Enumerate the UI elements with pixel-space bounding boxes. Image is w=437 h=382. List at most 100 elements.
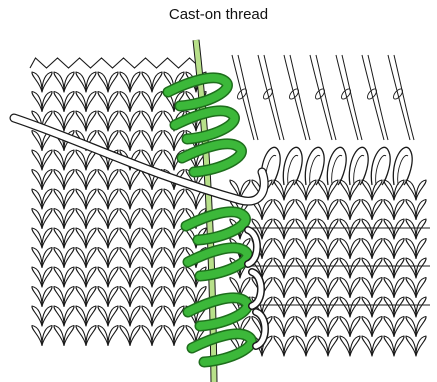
stitch-leaf [142,267,152,287]
stitch-leaf [318,200,328,220]
stitch-leaf [152,111,162,131]
stitch-leaf [340,317,350,337]
stitch-leaf [120,189,130,209]
stitch-leaf [318,219,328,239]
stitch-leaf [142,92,152,112]
stitch-leaf [108,189,118,209]
stitch-leaf [152,189,162,209]
stitch-leaf [86,189,96,209]
stitch-leaf [284,219,294,239]
stitch-leaf [318,336,328,356]
stitch-leaf [394,336,404,356]
stitch-leaf [406,278,416,298]
stitch-leaf [130,248,140,268]
stitch-leaf [64,228,74,248]
open-loop [305,147,324,185]
stitch-leaf [152,131,162,151]
stitch-leaf [186,189,196,209]
stitch-leaf [274,317,284,337]
stitch-leaf [142,131,152,151]
stitch-leaf [164,267,174,287]
stitch-leaf [76,228,86,248]
stitch-leaf [284,336,294,356]
stitch-leaf [120,267,130,287]
stitch-leaf [306,180,316,200]
stitch-leaf [32,150,42,170]
stitch-leaf [306,336,316,356]
stitch-leaf [142,209,152,229]
stitch-leaf [86,287,96,307]
stitch-leaf [328,278,338,298]
stitch-leaf [416,219,426,239]
stitch-leaf [86,209,96,229]
stitch-leaf [328,239,338,259]
stitch-leaf [372,200,382,220]
stitch-leaf [362,239,372,259]
stitch-leaf [98,248,108,268]
stitch-leaf [362,317,372,337]
stitch-leaf [372,258,382,278]
stitch-leaf [350,297,360,317]
stitch-leaf [76,287,86,307]
stitch-leaf [296,180,306,200]
stitch-leaf [32,267,42,287]
open-stitch-loops [261,147,412,185]
stitch-leaf [372,297,382,317]
stitch-leaf [130,131,140,151]
stitch-leaf [274,297,284,317]
stitch-leaf [152,306,162,326]
stitch-leaf [42,209,52,229]
open-loop [283,147,302,185]
stitch-leaf [98,189,108,209]
stitch-leaf [142,306,152,326]
stitch-leaf [350,336,360,356]
stitch-leaf [54,326,64,346]
stitch-leaf [54,248,64,268]
stitch-leaf [350,239,360,259]
stitch-leaf [394,297,404,317]
stitch-leaf [372,239,382,259]
stitch-leaf [274,258,284,278]
stitch-leaf [350,258,360,278]
stitch-leaf [32,287,42,307]
stitch-leaf [108,287,118,307]
stitch-leaf [130,326,140,346]
stitch-leaf [262,239,272,259]
stitch-leaf [76,306,86,326]
stitch-leaf [262,258,272,278]
stitch-leaf [64,326,74,346]
stitch-leaf [76,111,86,131]
stitch-leaf [306,239,316,259]
stitch-leaf [406,239,416,259]
stitch-leaf [142,248,152,268]
stitch-leaf [328,317,338,337]
stitch-leaf [142,111,152,131]
stitch-leaf [306,317,316,337]
stitch-leaf [328,180,338,200]
stitch-leaf [274,200,284,220]
stitch-leaf [152,92,162,112]
stitch-leaf [86,92,96,112]
stitch-leaf [164,306,174,326]
stitch-leaf [416,317,426,337]
stitch-leaf [340,297,350,317]
stitch-leaf [384,180,394,200]
stitch-leaf [328,297,338,317]
open-loop [327,147,346,185]
stitch-leaf [130,209,140,229]
open-loop [393,147,412,185]
stitch-leaf [296,278,306,298]
stitch-leaf [108,131,118,151]
stitch-leaf [152,209,162,229]
stitch-leaf [384,200,394,220]
stitch-leaf [416,297,426,317]
stitch-leaf [64,267,74,287]
stitch-leaf [32,131,42,151]
stitch-leaf [340,239,350,259]
stitch-leaf [372,219,382,239]
stitch-leaf [54,170,64,190]
stitch-leaf [120,131,130,151]
stitch-leaf [42,170,52,190]
